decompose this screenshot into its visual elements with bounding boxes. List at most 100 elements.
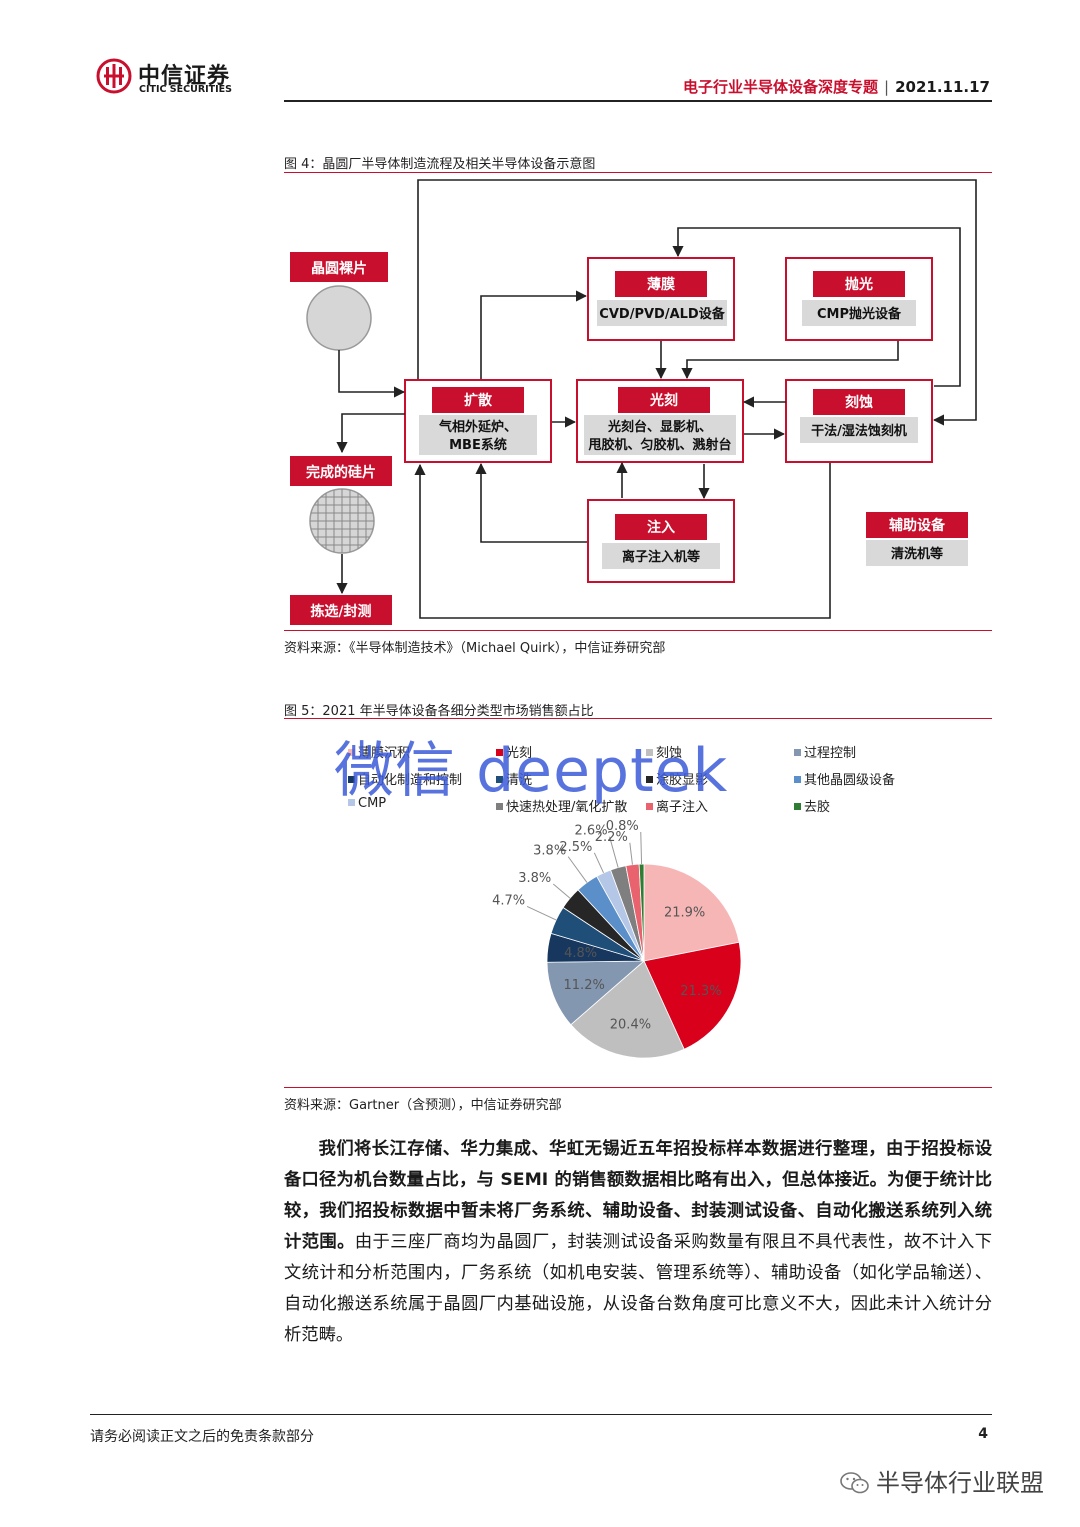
legend-swatch [646,803,653,810]
pie-slice [643,863,740,962]
legend-swatch [348,749,355,756]
pie-slice [570,960,685,1059]
legend-item: 去胶 [794,796,830,815]
legend-label: 离子注入 [656,800,709,815]
pie-leader-line [526,905,557,921]
polish-title: 抛光 [845,276,873,293]
legend-item: 快速热处理/氧化扩散 [496,796,627,815]
figure5-top-rule [284,718,992,719]
figure5-source: 资料来源：Gartner（含预测），中信证券研究部 [284,1098,562,1113]
litho-title: 光刻 [649,392,678,409]
legend-swatch [794,803,801,810]
aux-title: 辅助设备 [889,517,946,534]
polish-box [785,257,933,341]
figure4-top-rule [284,172,992,173]
legend-item: 刻蚀 [646,742,682,761]
legend-swatch [496,749,503,756]
logo-chinese-name: 中信证券 [138,64,231,89]
body-paragraph: 我们将长江存储、华力集成、华虹无锡近五年招投标样本数据进行整理，由于招投标设备口… [284,1134,992,1351]
pie-leader-line [593,852,604,874]
legend-label: 刻蚀 [656,746,683,761]
citic-logo-icon [96,58,132,94]
watermark-text: 微信 deeptek [334,736,729,806]
thin-film-equip: CVD/PVD/ALD设备 [599,306,725,322]
etch-box [785,379,933,463]
wechat-account[interactable]: 半导体行业联盟 [840,1463,1044,1498]
etch-title: 刻蚀 [845,394,873,411]
polish-equip: CMP抛光设备 [817,306,902,322]
pie-leader-line [640,832,643,865]
legend-label: 涂胶显影 [656,773,709,788]
implant-box [587,499,735,583]
logo-english-name: CITIC SECURITIES [139,84,233,95]
legend-label: 其他晶圆级设备 [804,773,896,788]
pie-data-label: 2.2% [595,830,628,845]
diffusion-title: 扩散 [464,392,493,409]
pie-slice [546,960,646,1026]
body-normal-text: 由于三座厂商均为晶圆厂，封装测试设备采购数量有限且不具代表性，故不计入下文统计和… [284,1232,992,1345]
report-title-text: 电子行业半导体设备深度专题 [683,78,879,96]
wafer-done-label: 完成的硅片 [306,464,376,481]
legend-item: 自动化制造和控制 [348,769,462,788]
legend-swatch [496,776,503,783]
wafer-done-tag [290,456,392,486]
implant-title: 注入 [647,519,675,536]
pie-slice [643,941,742,1050]
diffusion-equip-2: MBE系统 [449,437,507,453]
legend-item: CMP [348,796,386,811]
report-title: 电子行业半导体设备深度专题|2021.11.17 [683,76,990,97]
thin-film-title: 薄膜 [647,276,675,293]
legend-swatch [496,803,503,810]
bare-wafer-icon [306,285,372,351]
legend-item: 薄膜沉积 [348,742,410,761]
wechat-account-name: 半导体行业联盟 [876,1469,1044,1497]
legend-item: 光刻 [496,742,532,761]
legend-label: 过程控制 [804,746,857,761]
legend-swatch [794,749,801,756]
page-number: 4 [978,1426,988,1442]
legend-swatch [646,776,653,783]
figure5-caption: 图 5：2021 年半导体设备各细分类型市场销售额占比 [284,704,594,719]
legend-swatch [348,776,355,783]
footer-divider [90,1414,992,1415]
pie-data-label: 0.8% [606,819,639,834]
pie-data-label: 2.5% [559,840,592,855]
pie-data-label: 20.4% [610,1018,651,1033]
legend-item: 清洗 [496,769,532,788]
pie-leader-line [609,836,619,868]
diffusion-equip-1: 气相外延炉、 [439,419,517,435]
pie-data-label: 3.8% [533,844,566,859]
pie-slice [638,863,645,962]
pie-data-label: 2.6% [575,824,608,839]
legend-label: 自动化制造和控制 [358,773,463,788]
sort-test-label: 拣选/封测 [310,603,371,620]
process-flow-diagram: 晶圆裸片 完成的硅片 拣选/封测 薄膜 CVD/PVD/ALD设备 抛光 CMP… [290,179,977,625]
figure4-source: 资料来源：《半导体制造技术》（Michael Quirk），中信证券研究部 [284,641,666,656]
legend-item: 涂胶显影 [646,769,708,788]
legend-swatch [646,749,653,756]
header-divider [284,100,992,102]
pie-chart: 21.9%21.3%20.4%11.2%4.8%4.7%3.8%3.8%2.5%… [492,819,742,1059]
legend-label: 光刻 [506,746,533,761]
legend-label: 薄膜沉积 [358,746,411,761]
wafer-bare-tag [290,252,388,282]
title-separator: | [884,78,890,96]
pie-leader-line [567,856,588,883]
pie-data-label: 4.8% [564,946,597,961]
sort-test-tag [290,595,392,625]
legend-label: CMP [358,796,387,811]
pie-data-label: 4.7% [492,893,525,908]
footer-disclaimer: 请务必阅读正文之后的免责条款部分 [90,1429,314,1445]
wafer-bare-label: 晶圆裸片 [311,260,367,277]
figure4-caption: 图 4：晶圆厂半导体制造流程及相关半导体设备示意图 [284,157,596,172]
body-bold-text: 我们将长江存储、华力集成、华虹无锡近五年招投标样本数据进行整理，由于招投标设备口… [284,1139,992,1252]
aux-equip: 清洗机等 [891,546,943,562]
finished-wafer-icon [309,488,375,554]
pie-leader-line [629,842,633,865]
pie-leader-line [552,883,571,899]
legend-swatch [348,799,355,806]
legend-label: 去胶 [804,800,831,815]
figure4-bottom-rule [284,630,992,631]
etch-equip: 干法/湿法蚀刻机 [811,423,907,439]
implant-equip: 离子注入机等 [622,549,700,565]
